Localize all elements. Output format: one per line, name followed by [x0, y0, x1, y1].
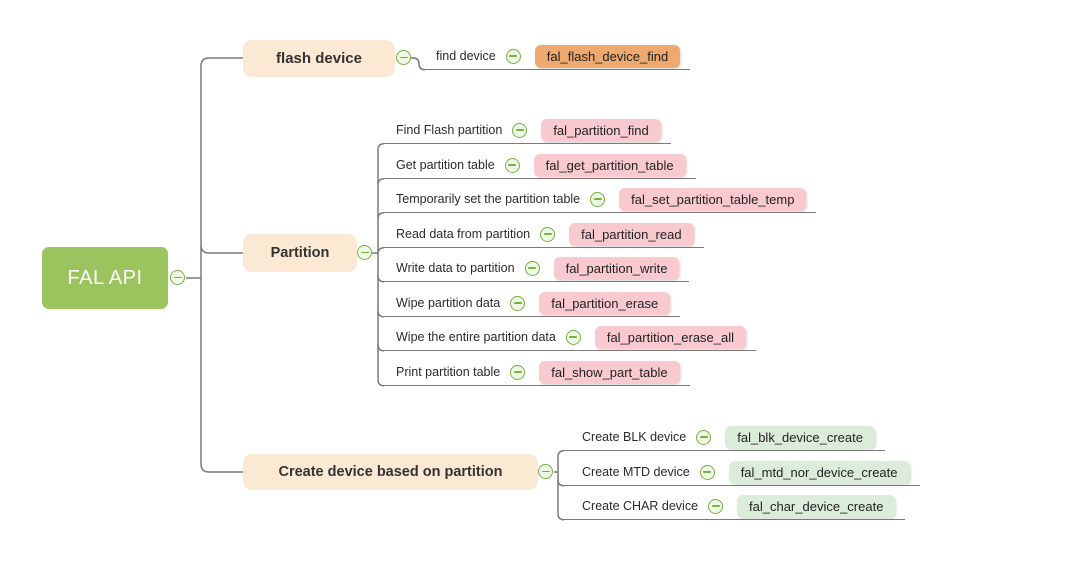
collapse-icon[interactable]	[505, 48, 521, 64]
api-pill[interactable]: fal_get_partition_table	[533, 153, 686, 177]
leaf-row: find device fal_flash_device_find	[424, 43, 691, 70]
leaf-node-label[interactable]: Temporarily set the partition table	[396, 192, 581, 206]
leaf-row: Find Flash partition fal_partition_find	[384, 117, 671, 144]
api-pill[interactable]: fal_set_partition_table_temp	[619, 187, 807, 211]
leaf-node-label[interactable]: find device	[436, 49, 496, 63]
api-pill[interactable]: fal_mtd_nor_device_create	[728, 460, 910, 484]
leaf-node-label[interactable]: Create MTD device	[582, 465, 690, 479]
leaf-row: Get partition table fal_get_partition_ta…	[384, 152, 696, 179]
leaf-node-label[interactable]: Read data from partition	[396, 227, 531, 241]
api-pill[interactable]: fal_char_device_create	[737, 494, 896, 518]
api-pill[interactable]: fal_show_part_table	[539, 360, 680, 384]
api-pill[interactable]: fal_partition_write	[553, 256, 680, 280]
api-pill[interactable]: fal_flash_device_find	[534, 44, 681, 68]
api-pill[interactable]: fal_partition_erase_all	[594, 325, 747, 349]
leaf-node-label[interactable]: Create BLK device	[582, 430, 687, 444]
api-pill[interactable]: fal_blk_device_create	[725, 425, 875, 449]
collapse-icon[interactable]	[565, 329, 581, 345]
leaf-row: Wipe the entire partition data fal_parti…	[384, 324, 757, 351]
branch-node-create-device[interactable]: Create device based on partition	[243, 454, 538, 490]
collapse-icon[interactable]	[512, 122, 528, 138]
collapse-icon[interactable]	[708, 498, 724, 514]
collapse-icon[interactable]	[510, 295, 526, 311]
leaf-node-label[interactable]: Write data to partition	[396, 261, 515, 275]
api-pill[interactable]: fal_partition_read	[569, 222, 694, 246]
leaf-node-label[interactable]: Get partition table	[396, 158, 495, 172]
leaf-node-label[interactable]: Create CHAR device	[582, 499, 699, 513]
api-pill[interactable]: fal_partition_find	[541, 118, 661, 142]
leaf-row: Wipe partition data fal_partition_erase	[384, 290, 681, 317]
leaf-row: Write data to partition fal_partition_wr…	[384, 255, 690, 282]
collapse-icon[interactable]	[357, 245, 372, 260]
root-node-fal-api[interactable]: FAL API	[42, 247, 168, 309]
collapse-icon[interactable]	[396, 50, 411, 65]
api-pill[interactable]: fal_partition_erase	[539, 291, 671, 315]
collapse-icon[interactable]	[590, 191, 606, 207]
leaf-node-label[interactable]: Wipe partition data	[396, 296, 501, 310]
branch-node-partition[interactable]: Partition	[243, 234, 357, 272]
leaf-row: Create MTD device fal_mtd_nor_device_cre…	[564, 459, 920, 486]
leaf-row: Temporarily set the partition table fal_…	[384, 186, 817, 213]
collapse-icon[interactable]	[524, 260, 540, 276]
leaf-node-label[interactable]: Find Flash partition	[396, 123, 503, 137]
leaf-node-label[interactable]: Wipe the entire partition data	[396, 330, 556, 344]
collapse-icon[interactable]	[540, 226, 556, 242]
leaf-node-label[interactable]: Print partition table	[396, 365, 501, 379]
leaf-row: Print partition table fal_show_part_tabl…	[384, 359, 690, 386]
branch-node-flash-device[interactable]: flash device	[243, 40, 395, 77]
collapse-icon[interactable]	[504, 157, 520, 173]
collapse-icon[interactable]	[510, 364, 526, 380]
leaf-row: Create BLK device fal_blk_device_create	[564, 424, 885, 451]
collapse-icon[interactable]	[696, 429, 712, 445]
collapse-icon[interactable]	[538, 464, 553, 479]
leaf-row: Read data from partition fal_partition_r…	[384, 221, 704, 248]
collapse-icon[interactable]	[699, 464, 715, 480]
leaf-row: Create CHAR device fal_char_device_creat…	[564, 493, 906, 520]
collapse-icon[interactable]	[170, 270, 185, 285]
